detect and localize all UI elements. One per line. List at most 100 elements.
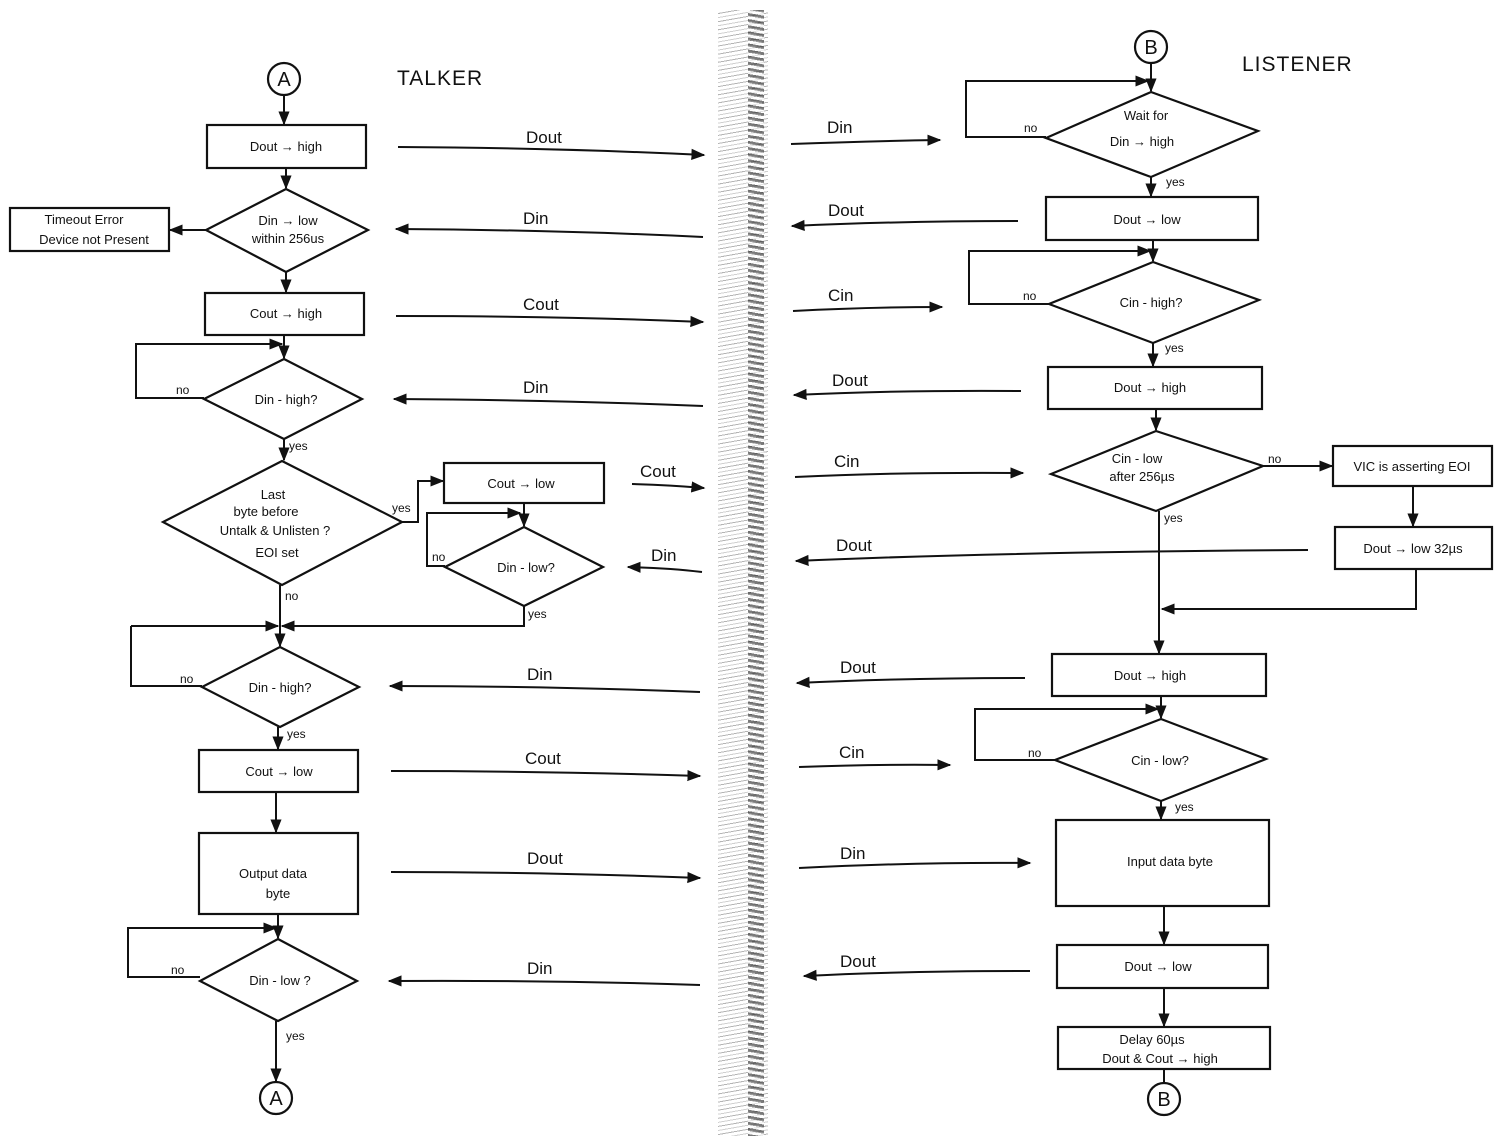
signal-label: Cout [525, 749, 561, 768]
signal-label: Dout [527, 849, 563, 868]
signal-label: Cin [834, 452, 860, 471]
signal-label: Din [651, 546, 677, 565]
signal-label: Din [527, 665, 553, 684]
talker-signals: Dout Din Cout Din Cout Din Din Cout Dout… [387, 128, 706, 987]
svg-text:Din - high?: Din - high? [255, 392, 318, 407]
svg-text:yes: yes [528, 607, 547, 621]
decision-cin-high: Cin - high? [1045, 260, 1263, 345]
signal-label: Cout [640, 462, 676, 481]
svg-text:Din - low ?: Din - low ? [249, 973, 310, 988]
signal-label: Dout [836, 536, 872, 555]
svg-text:Dout & Cout → high: Dout & Cout → high [1102, 1051, 1218, 1066]
decision-cin-low: Cin - low? [1051, 717, 1270, 803]
connector-a-top: A [266, 61, 302, 97]
svg-text:after 256µs: after 256µs [1109, 469, 1175, 484]
decision-din-high-2: Din - high? [199, 645, 362, 729]
svg-text:no: no [180, 672, 194, 686]
svg-text:byte before: byte before [233, 504, 298, 519]
decision-din-low-256: Din → low within 256us [203, 187, 371, 274]
signal-label: Din [523, 378, 549, 397]
decision-din-low-eoi: Din - low? [442, 525, 606, 608]
svg-text:no: no [1023, 289, 1037, 303]
svg-text:Input data byte: Input data byte [1127, 854, 1213, 869]
svg-text:Din → high: Din → high [1110, 134, 1174, 149]
box-timeout-error: Timeout Error Device not Present [8, 206, 171, 253]
svg-text:no: no [1028, 746, 1042, 760]
connector-b-bottom: B [1146, 1081, 1182, 1117]
box-dout-low-1: Dout → low [1044, 195, 1260, 242]
svg-text:no: no [171, 963, 185, 977]
svg-text:Din - high?: Din - high? [249, 680, 312, 695]
svg-text:Wait for: Wait for [1124, 108, 1169, 123]
svg-text:no: no [1268, 452, 1282, 466]
decision-cin-low-256: Cin - low after 256µs [1047, 429, 1267, 513]
svg-text:yes: yes [1175, 800, 1194, 814]
svg-text:Device not Present: Device not Present [39, 232, 149, 247]
svg-text:Dout → high: Dout → high [250, 139, 322, 154]
signal-label: Dout [840, 658, 876, 677]
svg-text:yes: yes [286, 1029, 305, 1043]
svg-text:B: B [1157, 1089, 1170, 1111]
svg-text:no: no [432, 550, 446, 564]
box-cout-low: Cout → low [197, 748, 360, 794]
svg-text:within 256us: within 256us [251, 231, 325, 246]
signal-label: Dout [840, 952, 876, 971]
svg-text:A: A [269, 1088, 283, 1110]
svg-text:byte: byte [266, 886, 291, 901]
decision-wait-din-high: Wait for Din → high [1043, 90, 1261, 179]
signal-label: Din [527, 959, 553, 978]
svg-text:yes: yes [1165, 341, 1184, 355]
decision-din-low: Din - low ? [197, 937, 360, 1023]
svg-text:Cin - high?: Cin - high? [1120, 295, 1183, 310]
signal-label: Dout [526, 128, 562, 147]
signal-label: Dout [832, 371, 868, 390]
svg-text:Last: Last [261, 487, 286, 502]
svg-text:Dout → low 32µs: Dout → low 32µs [1363, 541, 1463, 556]
box-vic-asserting-eoi: VIC is asserting EOI [1331, 444, 1494, 488]
svg-text:no: no [1024, 121, 1038, 135]
signal-label: Cin [828, 286, 854, 305]
box-cout-low-eoi: Cout → low [442, 461, 606, 505]
svg-text:Timeout Error: Timeout Error [45, 212, 125, 227]
page-gutter-edge [748, 10, 764, 1136]
svg-text:Delay 60µs: Delay 60µs [1119, 1032, 1185, 1047]
decision-last-byte-eoi: Last byte before Untalk & Unlisten ? EOI… [160, 459, 405, 587]
svg-text:yes: yes [1166, 175, 1185, 189]
svg-text:yes: yes [289, 439, 308, 453]
box-dout-low-2: Dout → low [1055, 943, 1270, 990]
svg-text:Untalk & Unlisten ?: Untalk & Unlisten ? [220, 523, 331, 538]
svg-text:VIC is asserting EOI: VIC is asserting EOI [1353, 459, 1470, 474]
signal-label: Cin [839, 743, 865, 762]
connector-b-top: B [1133, 29, 1169, 65]
listener-signals: Din Dout Cin Dout Cin Dout Dout Cin Din … [790, 118, 1309, 981]
signal-label: Din [827, 118, 853, 137]
svg-text:Din - low?: Din - low? [497, 560, 555, 575]
svg-text:yes: yes [1164, 511, 1183, 525]
box-dout-high-1: Dout → high [1046, 365, 1264, 411]
svg-text:yes: yes [287, 727, 306, 741]
connector-a-label: A [277, 69, 291, 91]
talker-title: TALKER [397, 67, 483, 90]
svg-text:Cin - low?: Cin - low? [1131, 753, 1189, 768]
svg-text:yes: yes [392, 501, 411, 515]
svg-text:Dout → low: Dout → low [1124, 959, 1192, 974]
svg-text:Dout → high: Dout → high [1114, 380, 1186, 395]
connector-a-bottom: A [258, 1080, 294, 1116]
listener-title: LISTENER [1242, 53, 1353, 76]
signal-label: Din [523, 209, 549, 228]
signal-label: Din [840, 844, 866, 863]
box-dout-high: Dout → high [205, 123, 368, 170]
svg-text:Cout → low: Cout → low [245, 764, 313, 779]
svg-text:Output data: Output data [239, 866, 308, 881]
svg-text:EOI set: EOI set [255, 545, 299, 560]
svg-text:Dout → high: Dout → high [1114, 668, 1186, 683]
svg-text:Din → low: Din → low [258, 213, 318, 228]
box-delay-60us: Delay 60µs Dout & Cout → high [1056, 1025, 1272, 1071]
signal-label: Dout [828, 201, 864, 220]
svg-text:no: no [285, 589, 299, 603]
box-output-data-byte: Output data byte [197, 831, 360, 916]
signal-label: Cout [523, 295, 559, 314]
svg-text:B: B [1144, 37, 1157, 59]
box-cout-high: Cout → high [203, 291, 366, 337]
